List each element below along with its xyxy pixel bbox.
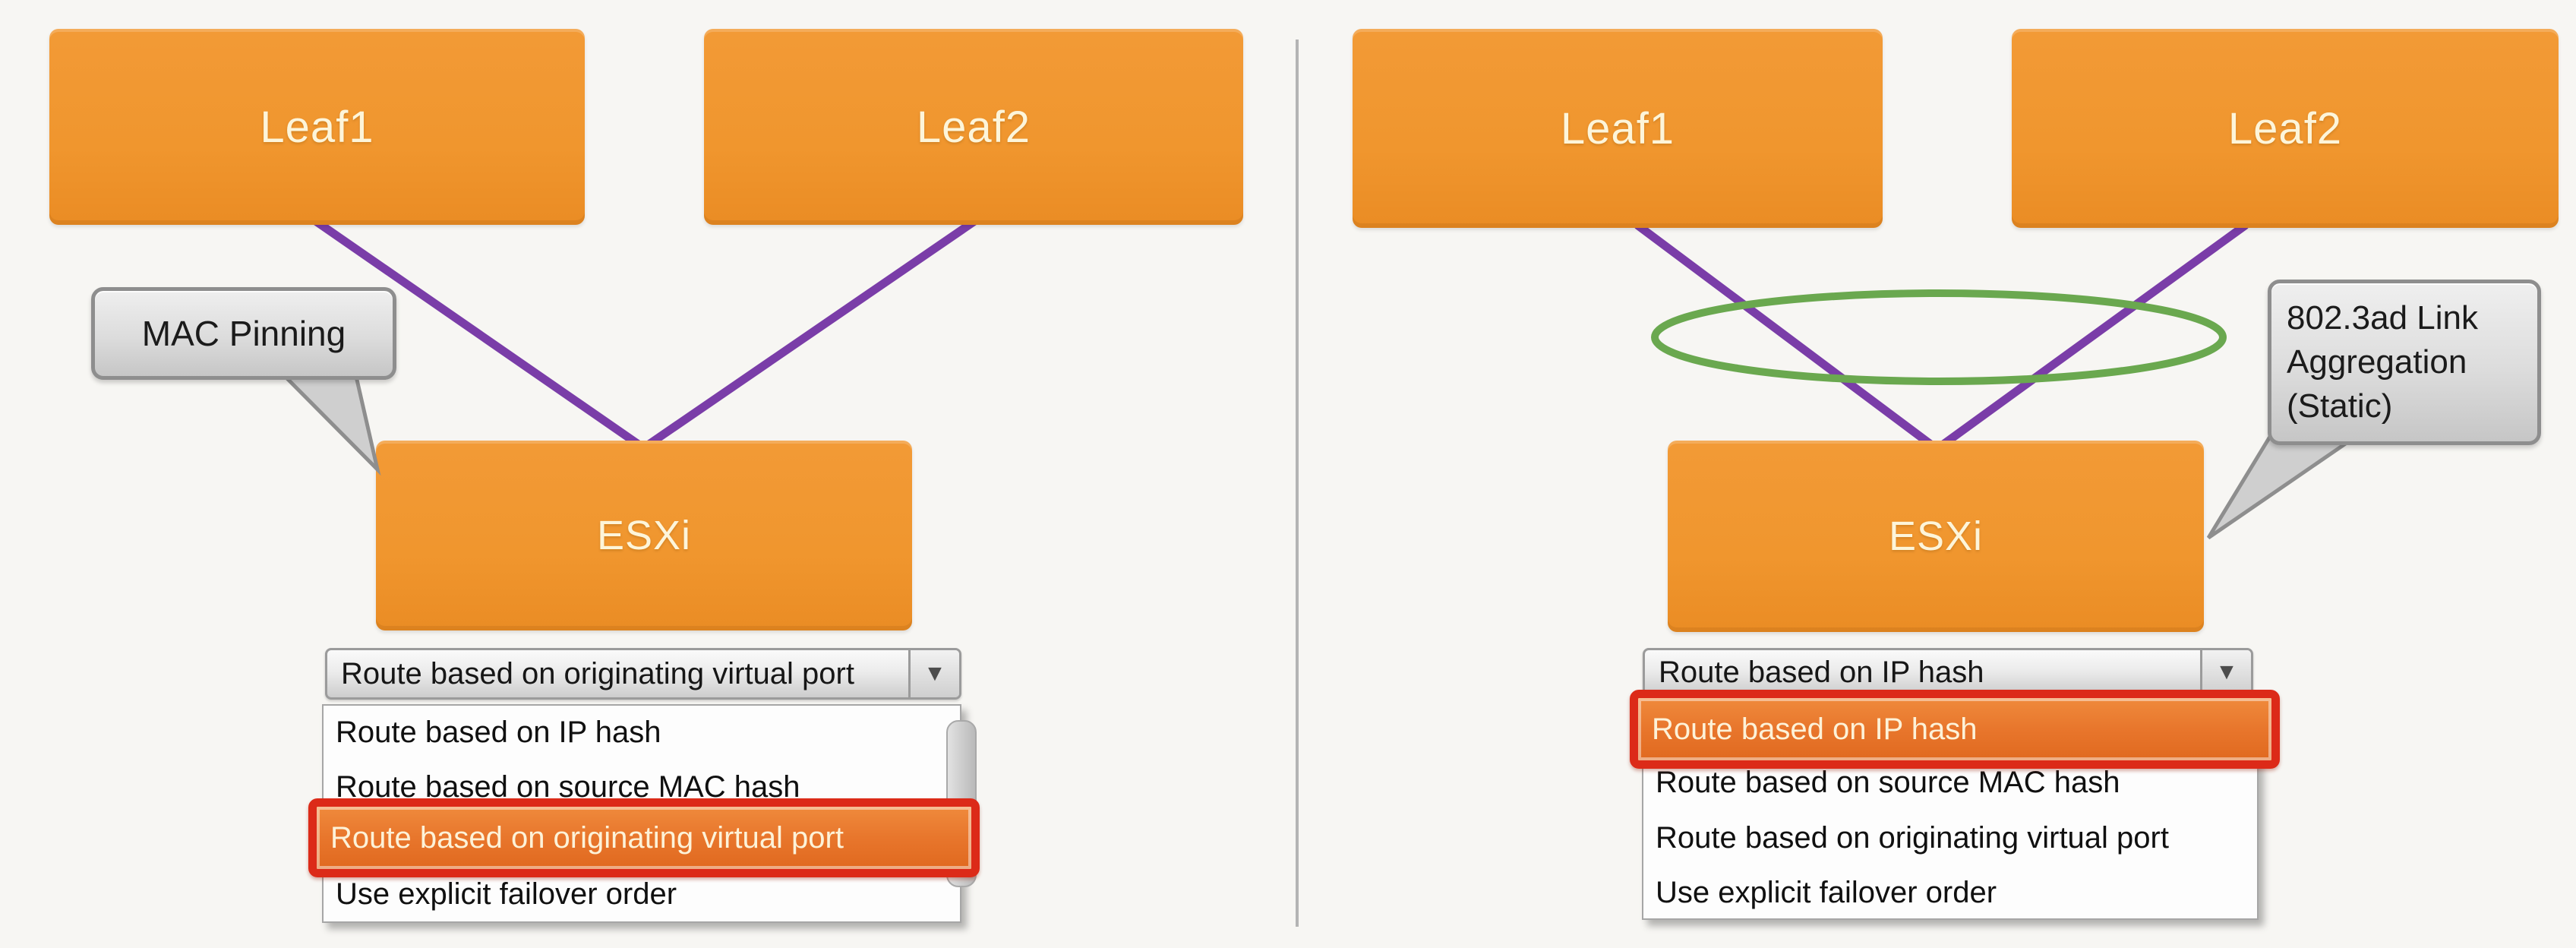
left-select-value: Route based on originating virtual port xyxy=(341,656,854,690)
mac-pinning-callout: MAC Pinning xyxy=(91,287,396,380)
left-leaf1-box: Leaf1 xyxy=(49,29,585,225)
right-leaf2-box: Leaf2 xyxy=(2012,29,2559,228)
right-esxi-label: ESXi xyxy=(1888,514,1984,559)
left-highlighted-option-text: Route based on originating virtual port xyxy=(330,820,844,855)
right-leaf1-box: Leaf1 xyxy=(1353,29,1883,228)
left-esxi-box: ESXi xyxy=(376,441,912,630)
left-esxi-label: ESXi xyxy=(596,513,692,558)
right-option-source-mac-hash[interactable]: Route based on source MAC hash xyxy=(1656,765,2120,799)
right-esxi-box: ESXi xyxy=(1668,441,2204,632)
right-select-value: Route based on IP hash xyxy=(1659,655,1984,689)
left-leaf2-label: Leaf2 xyxy=(916,102,1031,152)
left-uplink-leaf2-esxi xyxy=(641,217,978,451)
left-option-ip-hash[interactable]: Route based on IP hash xyxy=(336,715,661,749)
right-leaf2-label: Leaf2 xyxy=(2227,103,2343,153)
chevron-down-icon[interactable]: ▼ xyxy=(2200,650,2251,694)
panel-divider xyxy=(1296,40,1299,927)
left-leaf1-label: Leaf1 xyxy=(260,102,374,152)
right-option-originating-virtual-port[interactable]: Route based on originating virtual port xyxy=(1656,820,2169,855)
right-option-explicit-failover[interactable]: Use explicit failover order xyxy=(1656,875,1997,909)
right-uplink-leaf2-esxi xyxy=(1934,221,2249,453)
right-uplink-leaf1-esxi xyxy=(1634,221,1940,453)
link-aggregation-ellipse xyxy=(1651,289,2227,385)
left-load-balancing-select[interactable]: Route based on originating virtual port … xyxy=(325,648,961,700)
right-highlighted-option[interactable]: Route based on IP hash xyxy=(1630,690,2280,769)
chevron-down-icon[interactable]: ▼ xyxy=(908,650,959,697)
left-option-source-mac-hash[interactable]: Route based on source MAC hash xyxy=(336,769,800,804)
left-leaf2-box: Leaf2 xyxy=(704,29,1243,225)
left-option-explicit-failover[interactable]: Use explicit failover order xyxy=(336,877,677,911)
right-leaf1-label: Leaf1 xyxy=(1560,103,1675,153)
right-highlighted-option-text: Route based on IP hash xyxy=(1652,712,1978,746)
right-load-balancing-select[interactable]: Route based on IP hash ▼ xyxy=(1643,648,2253,697)
left-uplink-leaf1-esxi xyxy=(312,217,646,451)
left-highlighted-option[interactable]: Route based on originating virtual port xyxy=(308,798,980,877)
link-aggregation-callout: 802.3ad Link Aggregation (Static) xyxy=(2268,280,2541,445)
mac-pinning-callout-text: MAC Pinning xyxy=(141,314,346,353)
link-aggregation-callout-text: 802.3ad Link Aggregation (Static) xyxy=(2287,299,2478,425)
